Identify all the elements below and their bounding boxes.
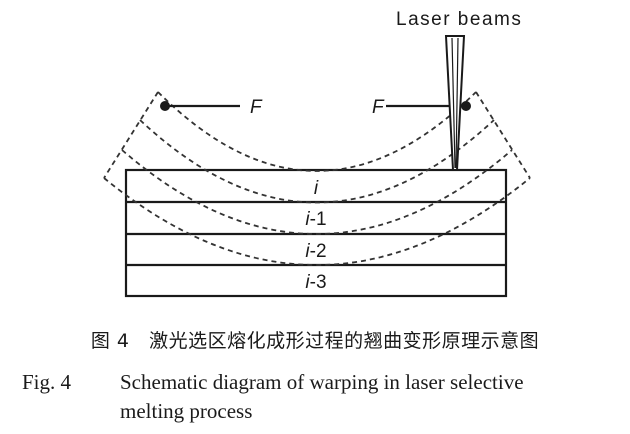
diagram-canvas: F F Laser beams i i-1 i-2 i-3: [103, 9, 531, 298]
caption-en-line2: melting process: [120, 399, 253, 423]
warping-diagram: F F Laser beams i i-1 i-2 i-3: [103, 9, 531, 298]
warped-layers: [103, 91, 531, 266]
layer-label-i-2: i-2: [305, 241, 326, 262]
warp-curve-top-2: [139, 119, 495, 204]
warp-edge-right: [475, 91, 531, 179]
laser-beam-inner-line-2: [455, 37, 459, 169]
warp-curve-top-3: [121, 149, 513, 235]
warp-edge-left: [103, 91, 159, 179]
caption-en-number: Fig. 4: [22, 370, 72, 394]
layer-label-i-3: i-3: [305, 272, 326, 293]
laser-beam-outline: [444, 35, 466, 171]
caption-zh-text: 激光选区熔化成形过程的翘曲变形原理示意图: [149, 330, 540, 352]
layer-labels: i i-1 i-2 i-3: [305, 178, 326, 293]
laser-beam: Laser beams: [396, 9, 522, 171]
laser-label: Laser beams: [396, 9, 522, 30]
caption-english: Fig. 4 Schematic diagram of warping in la…: [22, 368, 622, 426]
force-right-label: F: [372, 97, 385, 118]
layer-label-i-1: i-1: [305, 209, 326, 230]
anchor-right-dot: [461, 101, 471, 111]
force-left: F: [160, 97, 263, 118]
caption-chinese: 图 4 激光选区熔化成形过程的翘曲变形原理示意图: [0, 326, 630, 353]
caption-zh-number: 图 4: [90, 330, 130, 352]
anchor-left-dot: [160, 101, 170, 111]
warp-curve-top-4: [103, 177, 531, 266]
laser-beam-inner-line-1: [451, 37, 456, 169]
layer-label-i: i: [314, 178, 319, 199]
warp-curve-top-1: [157, 91, 477, 172]
caption-en-line1: Schematic diagram of warping in laser se…: [120, 370, 524, 394]
force-left-label: F: [250, 97, 263, 118]
